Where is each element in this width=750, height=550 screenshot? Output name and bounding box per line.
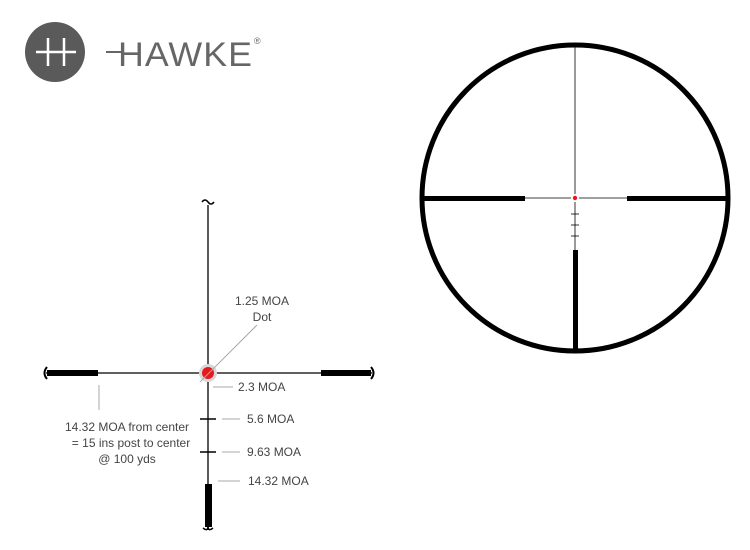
right-post — [321, 370, 371, 376]
scope-bottom-post — [573, 250, 578, 353]
hawke-logo: HAWKE ® — [25, 22, 261, 82]
mark-label-14-32: 14.32 MOA — [248, 474, 309, 488]
post-label-line2: = 15 ins post to center — [72, 436, 190, 450]
mark-label-2-3: 2.3 MOA — [238, 380, 285, 394]
scope-ticks — [571, 213, 579, 237]
scope-ring — [419, 42, 731, 354]
logo-text: HAWKE — [118, 36, 253, 74]
top-break-icon — [201, 199, 215, 205]
scope-center-dot — [572, 195, 578, 201]
scope-right-post — [627, 196, 728, 201]
dot-label-line1: 1.25 MOA — [235, 294, 289, 308]
center-dot — [202, 367, 214, 379]
dot-label-line2: Dot — [253, 310, 272, 324]
right-break-icon — [370, 366, 375, 380]
mark-label-9-63: 9.63 MOA — [247, 445, 301, 459]
bottom-break-icon — [202, 525, 214, 531]
leader-lines — [98, 324, 258, 482]
reticle-detail: 1.25 MOA Dot 2.3 MOA 5.6 MOA 9.63 MOA 14… — [43, 199, 375, 531]
registered-mark: ® — [254, 36, 261, 46]
scope-view — [419, 42, 731, 354]
bottom-post — [205, 484, 212, 527]
scope-left-post — [422, 196, 525, 201]
logo-h-icon — [36, 38, 76, 66]
mark-label-5-6: 5.6 MOA — [247, 412, 294, 426]
post-label-line3: @ 100 yds — [98, 452, 156, 466]
left-break-icon — [43, 366, 48, 380]
left-post — [47, 370, 98, 376]
post-label-line1: 14.32 MOA from center — [65, 420, 189, 434]
